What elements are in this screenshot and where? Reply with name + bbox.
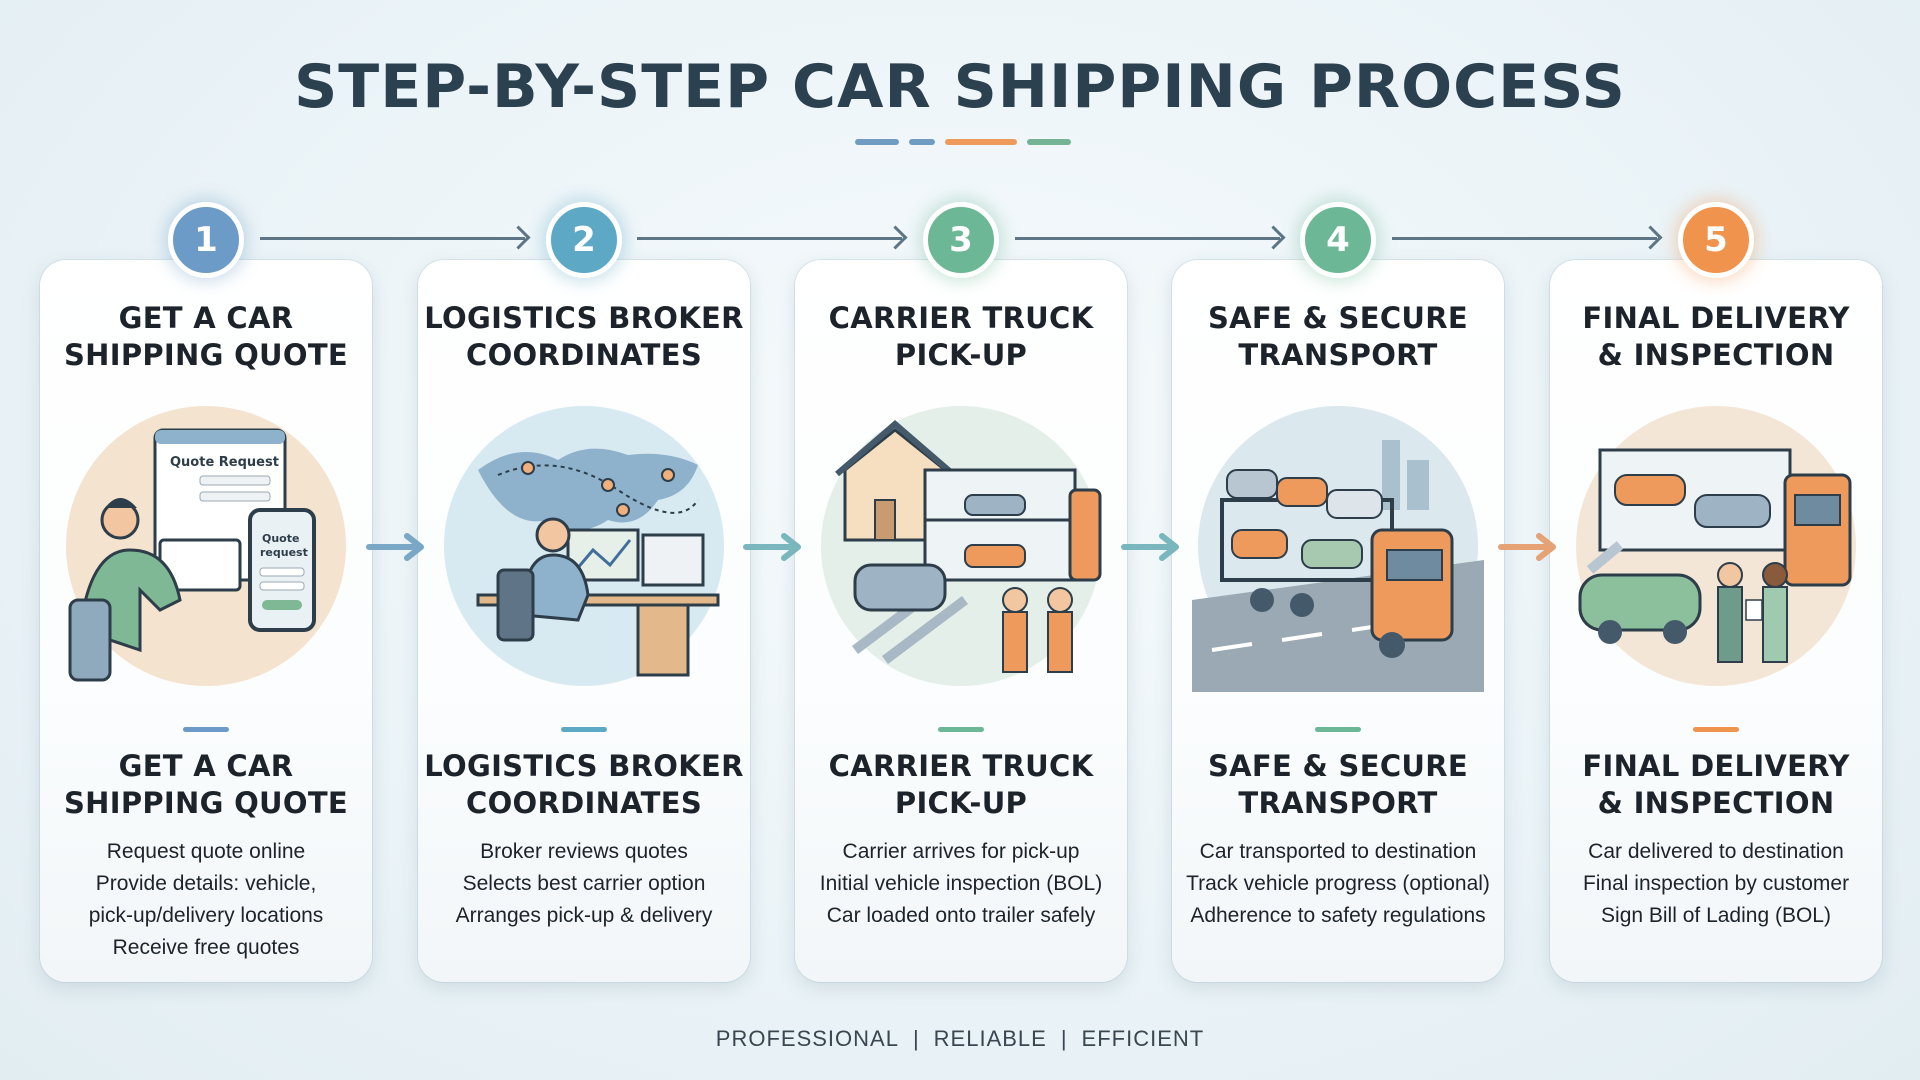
step-title: LOGISTICS BROKER COORDINATES xyxy=(418,300,750,374)
connector-arrow-3-4 xyxy=(1015,237,1280,240)
footer-item: RELIABLE xyxy=(933,1026,1047,1051)
svg-text:Quote Request: Quote Request xyxy=(170,455,279,470)
step-detail-item: Arranges pick-up & delivery xyxy=(455,904,713,927)
svg-text:request: request xyxy=(260,546,308,559)
step-divider xyxy=(938,727,984,732)
svg-text:Quote: Quote xyxy=(262,532,299,545)
step-title-line: CARRIER TRUCK xyxy=(828,749,1094,783)
footer-tagline: PROFESSIONAL | RELIABLE | EFFICIENT xyxy=(0,1026,1920,1052)
deco-bar xyxy=(909,139,935,145)
step-number-badge: 5 xyxy=(1678,202,1754,278)
deco-bar xyxy=(855,139,899,145)
step-title-line: PICK-UP xyxy=(894,786,1028,820)
connector-arrow-1-2 xyxy=(260,237,525,240)
step-divider xyxy=(1693,727,1739,732)
step-detail-item: Receive free quotes xyxy=(112,936,300,959)
step-detail-item: Final inspection by customer xyxy=(1582,872,1850,895)
step-detail-item: Provide details: vehicle, xyxy=(95,872,317,895)
step-number-badge: 4 xyxy=(1300,202,1376,278)
step-subtitle: SAFE & SECURE TRANSPORT xyxy=(1172,748,1504,822)
step-title-line: SHIPPING QUOTE xyxy=(63,338,349,372)
step-title-line: COORDINATES xyxy=(465,786,703,820)
step-title-line: LOGISTICS BROKER xyxy=(424,749,744,783)
step-title-line: & INSPECTION xyxy=(1597,786,1835,820)
step-title-line: FINAL DELIVERY xyxy=(1582,301,1850,335)
step-title-line: & INSPECTION xyxy=(1597,338,1835,372)
footer-item: EFFICIENT xyxy=(1081,1026,1205,1051)
page-title: STEP-BY-STEP CAR SHIPPING PROCESS xyxy=(294,52,1626,122)
step-card-4: SAFE & SECURE TRANSPORT SAFE & SECURE TR… xyxy=(1172,260,1504,982)
step-title-line: PICK-UP xyxy=(894,338,1028,372)
step-title-line: TRANSPORT xyxy=(1238,786,1438,820)
step-subtitle: CARRIER TRUCK PICK-UP xyxy=(795,748,1127,822)
step-title-line: FINAL DELIVERY xyxy=(1582,749,1850,783)
step-divider xyxy=(183,727,229,732)
step-card-2: LOGISTICS BROKER COORDINATES LOGISTICS B… xyxy=(418,260,750,982)
broker-at-desk-with-world-map-illustration xyxy=(438,400,730,692)
title-decoration xyxy=(855,139,1071,145)
step-title-line: GET A CAR xyxy=(118,301,294,335)
step-title-line: CARRIER TRUCK xyxy=(828,301,1094,335)
step-subtitle: LOGISTICS BROKER COORDINATES xyxy=(418,748,750,822)
step-title-line: SAFE & SECURE xyxy=(1207,301,1468,335)
step-divider xyxy=(561,727,607,732)
step-title-line: GET A CAR xyxy=(118,749,294,783)
footer-separator: | xyxy=(1060,1026,1068,1051)
connector-arrow-4-5 xyxy=(1392,237,1657,240)
step-detail-item: Adherence to safety regulations xyxy=(1190,904,1486,927)
step-detail-item: Carrier arrives for pick-up xyxy=(842,840,1080,863)
step-detail-item: Car loaded onto trailer safely xyxy=(826,904,1096,927)
step-card-5: FINAL DELIVERY & INSPECTION FINAL DELIVE… xyxy=(1550,260,1882,982)
step-detail-item: pick-up/delivery locations xyxy=(88,904,324,927)
step-title-line: SHIPPING QUOTE xyxy=(63,786,349,820)
step-title-line: TRANSPORT xyxy=(1238,338,1438,372)
step-detail-item: Initial vehicle inspection (BOL) xyxy=(819,872,1103,895)
step-title-line: SAFE & SECURE xyxy=(1207,749,1468,783)
side-arrow-icon xyxy=(1498,533,1556,561)
car-loaded-onto-carrier-truck-illustration xyxy=(815,400,1107,692)
step-detail-item: Car delivered to destination xyxy=(1588,840,1844,863)
step-detail-item: Request quote online xyxy=(106,840,306,863)
step-subtitle: FINAL DELIVERY & INSPECTION xyxy=(1550,748,1882,822)
step-number-badge: 3 xyxy=(923,202,999,278)
step-title: GET A CAR SHIPPING QUOTE xyxy=(40,300,372,374)
side-arrow-icon xyxy=(366,533,424,561)
step-title: SAFE & SECURE TRANSPORT xyxy=(1172,300,1504,374)
side-arrow-icon xyxy=(1121,533,1179,561)
step-detail-item: Broker reviews quotes xyxy=(480,840,688,863)
side-arrow-icon xyxy=(743,533,801,561)
step-detail-item: Selects best carrier option xyxy=(462,872,706,895)
deco-bar xyxy=(1027,139,1071,145)
step-number-badge: 2 xyxy=(546,202,622,278)
step-title: FINAL DELIVERY & INSPECTION xyxy=(1550,300,1882,374)
step-title-line: COORDINATES xyxy=(465,338,703,372)
car-carrier-on-highway-illustration xyxy=(1192,400,1484,692)
step-detail-item: Sign Bill of Lading (BOL) xyxy=(1601,904,1831,927)
step-card-3: CARRIER TRUCK PICK-UP CARRIER TRUCK PICK… xyxy=(795,260,1127,982)
footer-separator: | xyxy=(912,1026,920,1051)
step-divider xyxy=(1315,727,1361,732)
connector-arrow-2-3 xyxy=(637,237,902,240)
step-detail-item: Track vehicle progress (optional) xyxy=(1186,872,1490,895)
step-card-1: GET A CAR SHIPPING QUOTE Quote Request Q… xyxy=(40,260,372,982)
footer-item: PROFESSIONAL xyxy=(715,1026,899,1051)
delivery-handover-with-clipboard-illustration xyxy=(1570,400,1862,692)
step-title: CARRIER TRUCK PICK-UP xyxy=(795,300,1127,374)
step-title-line: LOGISTICS BROKER xyxy=(424,301,744,335)
step-subtitle: GET A CAR SHIPPING QUOTE xyxy=(40,748,372,822)
step-number-badge: 1 xyxy=(168,202,244,278)
step-detail-item: Car transported to destination xyxy=(1199,840,1477,863)
deco-bar xyxy=(945,139,1017,145)
person-requesting-quote-on-laptop-and-phone-illustration: Quote Request Quote request xyxy=(60,400,352,692)
